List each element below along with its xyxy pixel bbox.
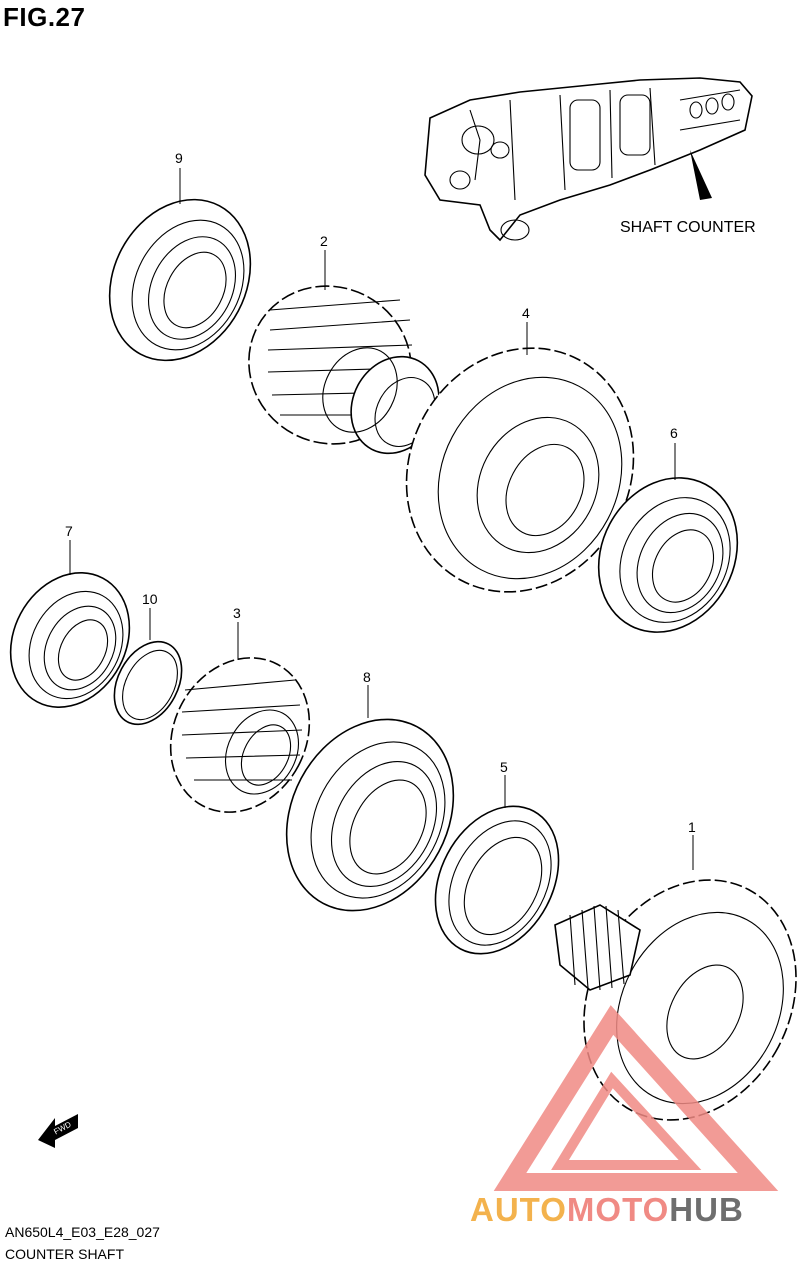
model-code: AN650L4_E03_E28_027 [5,1224,160,1240]
watermark-triangle-icon [493,1005,779,1191]
callout-1: 1 [688,819,696,835]
part-6-bearing: 6 [597,425,739,633]
figure-caption: COUNTER SHAFT [5,1246,124,1262]
callout-10: 10 [142,591,158,607]
watermark-logo: AUTOMOTOHUB [470,1191,744,1229]
inset-shaft-illustration: SHAFT COUNTER [424,77,756,242]
fwd-arrow-icon: FWD [38,1114,78,1148]
inset-label: SHAFT COUNTER [620,219,756,236]
callout-6: 6 [670,425,678,441]
part-1-counter-shaft: 1 [554,819,797,1121]
part-3-gear: 3 [169,605,311,813]
logo-moto: MOTO [566,1191,670,1228]
part-4-large-gear: 4 [405,305,635,593]
figure-title: FIG.27 [3,2,86,32]
part-7-bearing: 7 [9,523,131,708]
part-10-circlip: 10 [113,591,183,726]
callout-4: 4 [522,305,530,321]
callout-7: 7 [65,523,73,539]
part-9-bearing: 9 [108,150,252,362]
callout-8: 8 [363,669,371,685]
part-5-washer: 5 [434,759,560,955]
callout-2: 2 [320,233,328,249]
part-8-bearing: 8 [285,669,455,912]
callout-9: 9 [175,150,183,166]
logo-auto: AUTO [470,1191,567,1228]
callout-3: 3 [233,605,241,621]
callout-5: 5 [500,759,508,775]
logo-hub: HUB [669,1191,744,1228]
